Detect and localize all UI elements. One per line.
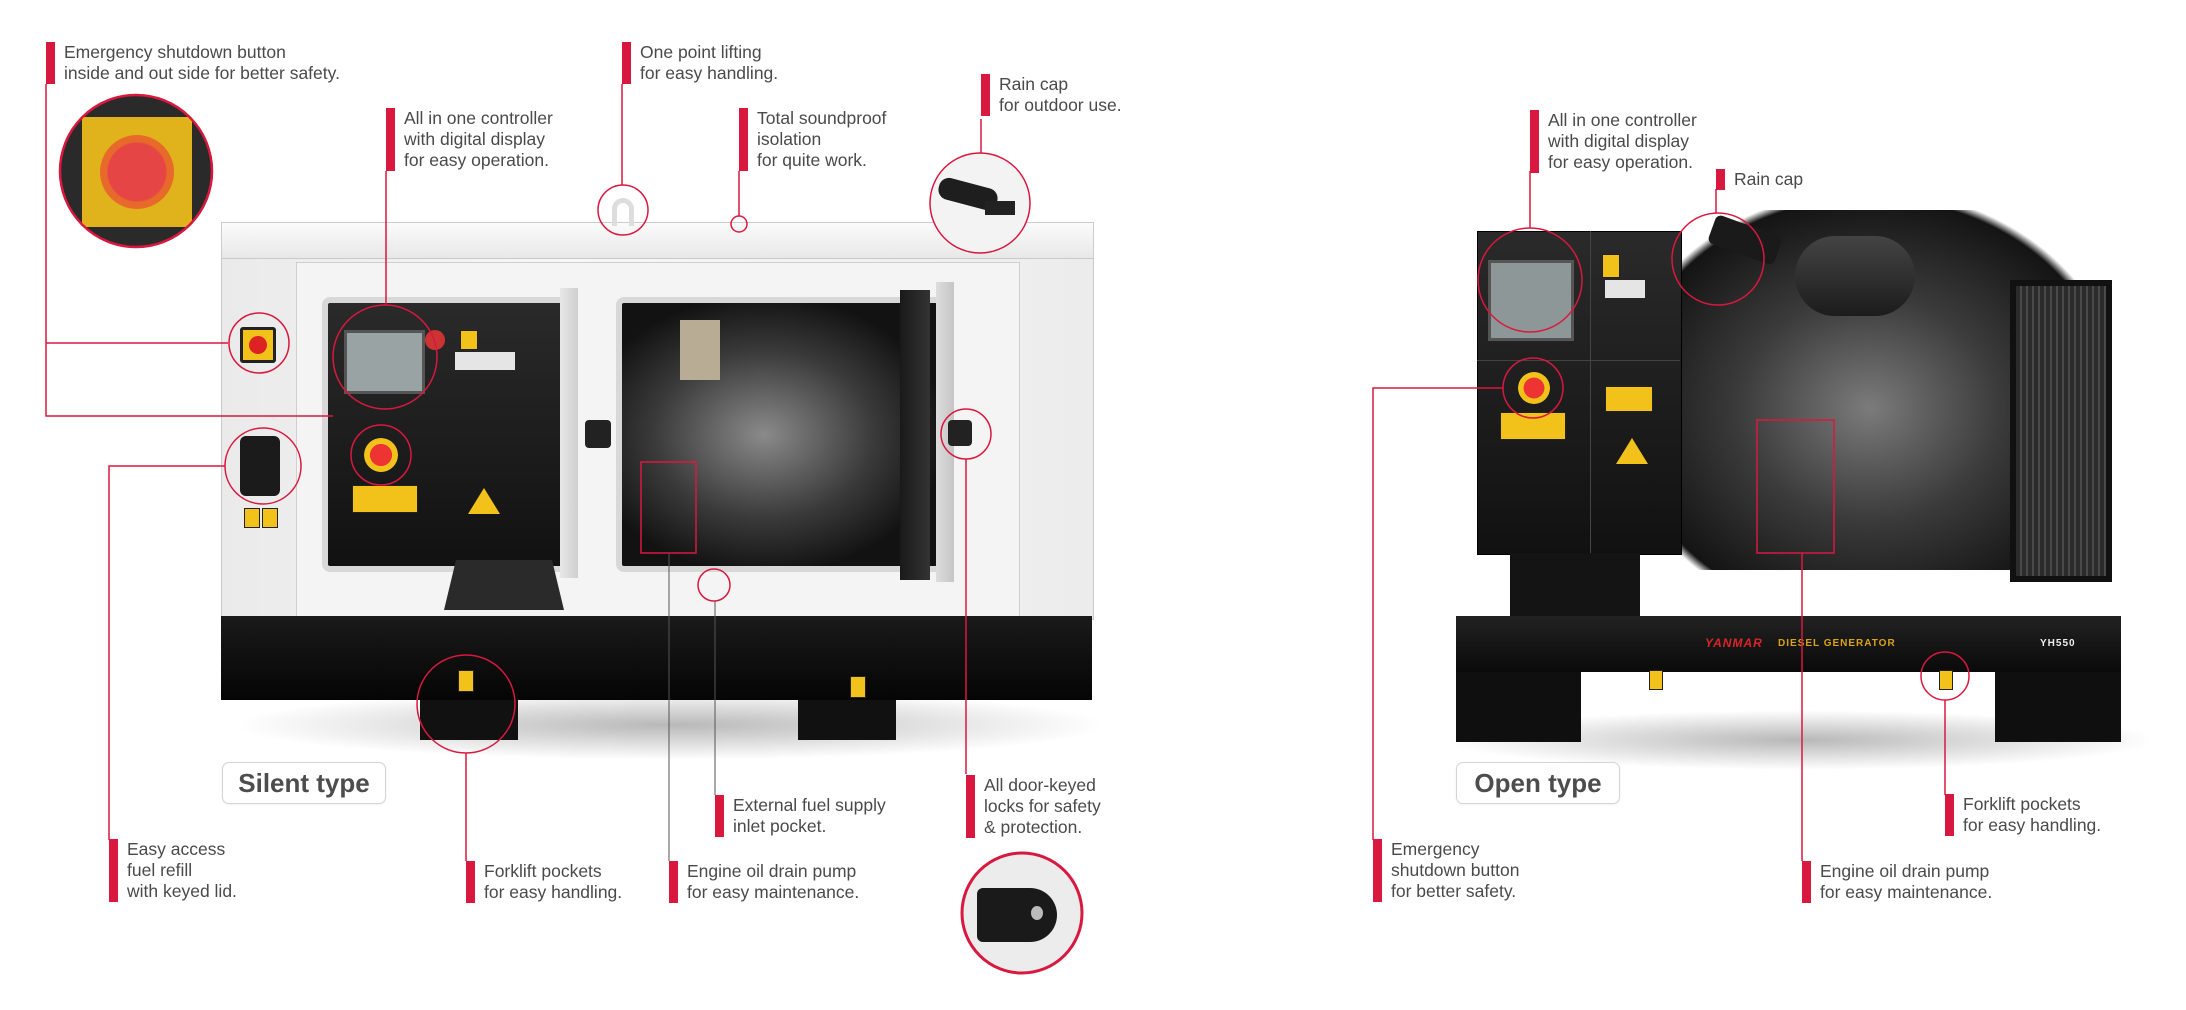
- base-frame: [1456, 616, 2121, 672]
- callout-silent-lifting: One point lifting for easy handling.: [622, 42, 778, 84]
- callout-open-controller: All in one controller with digital displ…: [1530, 110, 1697, 173]
- callout-line: for easy handling.: [1963, 815, 2102, 835]
- callout-silent-raincap: Rain cap for outdoor use.: [981, 74, 1122, 116]
- callout-silent-emergency: Emergency shutdown button inside and out…: [46, 42, 340, 84]
- callout-line: External fuel supply: [733, 795, 886, 815]
- callout-line: inlet pocket.: [733, 816, 827, 836]
- callout-line: Rain cap: [999, 74, 1069, 94]
- open-generator-image: YANMAR DIESEL GENERATOR YH550: [1400, 150, 2186, 770]
- callout-silent-soundproof: Total soundproof isolation for quite wor…: [739, 108, 886, 171]
- controller-display: [344, 330, 425, 394]
- door-lock-zoom: [963, 854, 1082, 973]
- callout-line: for easy maintenance.: [1820, 882, 1993, 902]
- callout-line: with digital display: [404, 129, 546, 149]
- callout-line: for easy operation.: [404, 150, 549, 170]
- callout-silent-controller: All in one controller with digital displ…: [386, 108, 553, 171]
- open-type-badge: Open type: [1456, 762, 1620, 804]
- callout-line: Engine oil drain pump: [687, 861, 857, 881]
- base-frame: [221, 616, 1092, 700]
- callout-line: Total soundproof: [757, 108, 887, 128]
- callout-open-forklift: Forklift pockets for easy handling.: [1945, 794, 2101, 836]
- emergency-button-zoom: [60, 95, 213, 248]
- callout-open-raincap: Rain cap: [1716, 169, 1803, 190]
- fuel-refill-lid: [240, 436, 280, 496]
- callout-silent-fuel-refill: Easy access fuel refill with keyed lid.: [109, 839, 237, 902]
- emergency-stop-outside: [240, 327, 276, 363]
- callout-line: Emergency shutdown button: [64, 42, 286, 62]
- callout-line: with digital display: [1548, 131, 1690, 151]
- callout-line: isolation: [757, 129, 822, 149]
- callout-line: & protection.: [984, 817, 1083, 837]
- callout-line: shutdown button: [1391, 860, 1520, 880]
- callout-line: for easy operation.: [1548, 152, 1693, 172]
- callout-line: One point lifting: [640, 42, 762, 62]
- callout-line: Engine oil drain pump: [1820, 861, 1990, 881]
- callout-open-emergency: Emergency shutdown button for better saf…: [1373, 839, 1519, 902]
- callout-line: inside and out side for better safety.: [64, 63, 340, 83]
- callout-line: for outdoor use.: [999, 95, 1122, 115]
- callout-line: All door-keyed: [984, 775, 1096, 795]
- emergency-stop-inside: [364, 438, 398, 472]
- callout-line: All in one controller: [404, 108, 553, 128]
- callout-line: for easy handling.: [484, 882, 623, 902]
- callout-line: All in one controller: [1548, 110, 1697, 130]
- engine-bay: [616, 297, 943, 572]
- callout-line: for better safety.: [1391, 881, 1517, 901]
- controller-display: [1488, 260, 1574, 341]
- callout-line: fuel refill: [127, 860, 193, 880]
- brand-logo: YANMAR: [1705, 636, 1763, 650]
- callout-line: Emergency: [1391, 839, 1480, 859]
- callout-line: for easy maintenance.: [687, 882, 860, 902]
- callout-line: Rain cap: [1734, 169, 1804, 189]
- lifting-eye: [612, 198, 634, 226]
- radiator: [2010, 280, 2112, 582]
- callout-line: locks for safety: [984, 796, 1101, 816]
- callout-silent-external-fuel: External fuel supply inlet pocket.: [715, 795, 886, 837]
- callout-line: Forklift pockets: [484, 861, 602, 881]
- callout-open-oil-drain: Engine oil drain pump for easy maintenan…: [1802, 861, 1992, 903]
- callout-line: Forklift pockets: [1963, 794, 2081, 814]
- callout-line: for easy handling.: [640, 63, 779, 83]
- callout-silent-door-locks: All door-keyed locks for safety & protec…: [966, 775, 1101, 838]
- model-label: YH550: [2040, 638, 2076, 649]
- emergency-stop: [1518, 372, 1550, 404]
- raincap-zoom: [930, 153, 1030, 253]
- callout-line: with keyed lid.: [127, 881, 237, 901]
- callout-silent-oil-drain: Engine oil drain pump for easy maintenan…: [669, 861, 859, 903]
- callout-line: Easy access: [127, 839, 226, 859]
- product-text: DIESEL GENERATOR: [1778, 638, 1896, 649]
- silent-type-badge: Silent type: [222, 762, 386, 804]
- callout-silent-forklift: Forklift pockets for easy handling.: [466, 861, 622, 903]
- callout-line: for quite work.: [757, 150, 867, 170]
